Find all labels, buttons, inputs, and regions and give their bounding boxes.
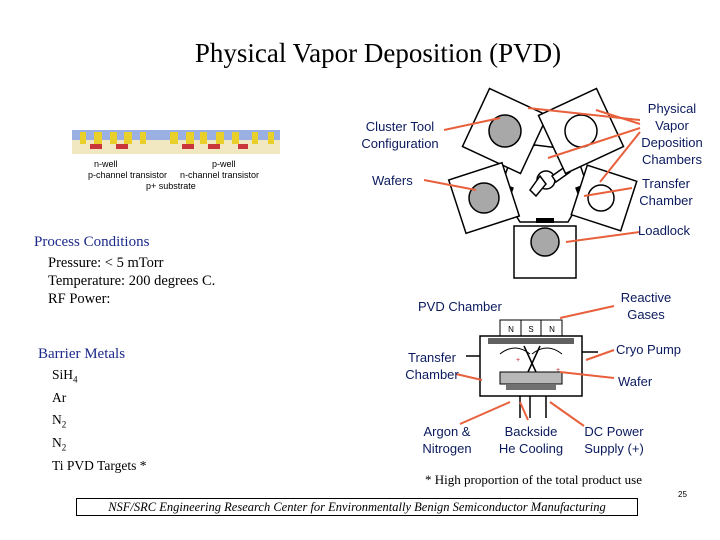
transfer-chamber-top-label: Transfer Chamber	[639, 176, 693, 208]
pvd-chamber-label: PVD Chamber	[418, 299, 502, 314]
svg-text:+: +	[516, 357, 520, 364]
temperature-line: Temperature: 200 degrees C.	[48, 273, 216, 289]
barrier-metals-heading: Barrier Metals	[38, 346, 126, 362]
pressure-line: Pressure: < 5 mTorr	[48, 255, 164, 271]
pvd-chamber-section: + + N S N	[466, 319, 598, 418]
backside-cooling-label: Backside He Cooling	[498, 424, 564, 456]
reactive-gases-label: Reactive Gases	[620, 290, 672, 322]
list-item: SiH4	[52, 367, 78, 385]
pvd-chamber-upper-left	[461, 87, 549, 175]
cluster-tool-label: Cluster Tool Configuration	[361, 119, 439, 151]
gate-contacts	[80, 132, 274, 149]
page-title: Physical Vapor Deposition (PVD)	[194, 38, 562, 68]
process-conditions-list: Pressure: < 5 mTorr Temperature: 200 deg…	[48, 254, 215, 308]
pvd-chamber-upper-right	[537, 87, 625, 175]
loadlock-label: Loadlock	[638, 223, 691, 238]
list-item: N2	[52, 412, 67, 431]
loadlock-chamber	[513, 225, 577, 279]
list-item: Ar	[52, 389, 67, 405]
footer-banner: NSF/SRC Engineering Research Center for …	[76, 498, 638, 516]
pvd-chambers-label: Physical Vapor Deposition Chambers	[641, 101, 703, 167]
list-item: Ti PVD Targets *	[52, 457, 147, 473]
transfer-chamber-bottom-label: Transfer Chamber	[405, 350, 459, 382]
dc-power-label: DC Power Supply (+)	[584, 424, 644, 456]
page-number: 25	[678, 490, 687, 499]
pvd-chamber-left	[447, 161, 521, 235]
wafers-label: Wafers	[372, 173, 413, 188]
footnote: * High proportion of the total product u…	[425, 472, 642, 487]
argon-nitrogen-label: Argon & Nitrogen	[422, 424, 472, 456]
process-conditions-heading: Process Conditions	[34, 234, 150, 250]
callout-arrows	[423, 107, 641, 427]
cryo-pump-label: Cryo Pump	[616, 342, 682, 357]
magnet-n-right: N	[549, 325, 555, 334]
nchannel-label: n-channel transistor	[180, 170, 259, 180]
rf-power-line: RF Power:	[48, 291, 111, 307]
nwell-label: n-well	[94, 159, 118, 169]
pwell-label: p-well	[212, 159, 236, 169]
substrate-label: p+ substrate	[146, 181, 196, 191]
transistor-cross-section: n-well p-well p-channel transistor n-cha…	[72, 126, 280, 196]
pchannel-label: p-channel transistor	[88, 170, 167, 180]
magnet-s: S	[528, 325, 533, 334]
list-item: N2	[52, 435, 67, 453]
barrier-metals-list: SiH4 Ar N2 N2 Ti PVD Targets *	[52, 366, 146, 479]
magnet-n-left: N	[508, 325, 514, 334]
svg-text:+: +	[556, 367, 560, 374]
wafer-label: Wafer	[618, 374, 653, 389]
